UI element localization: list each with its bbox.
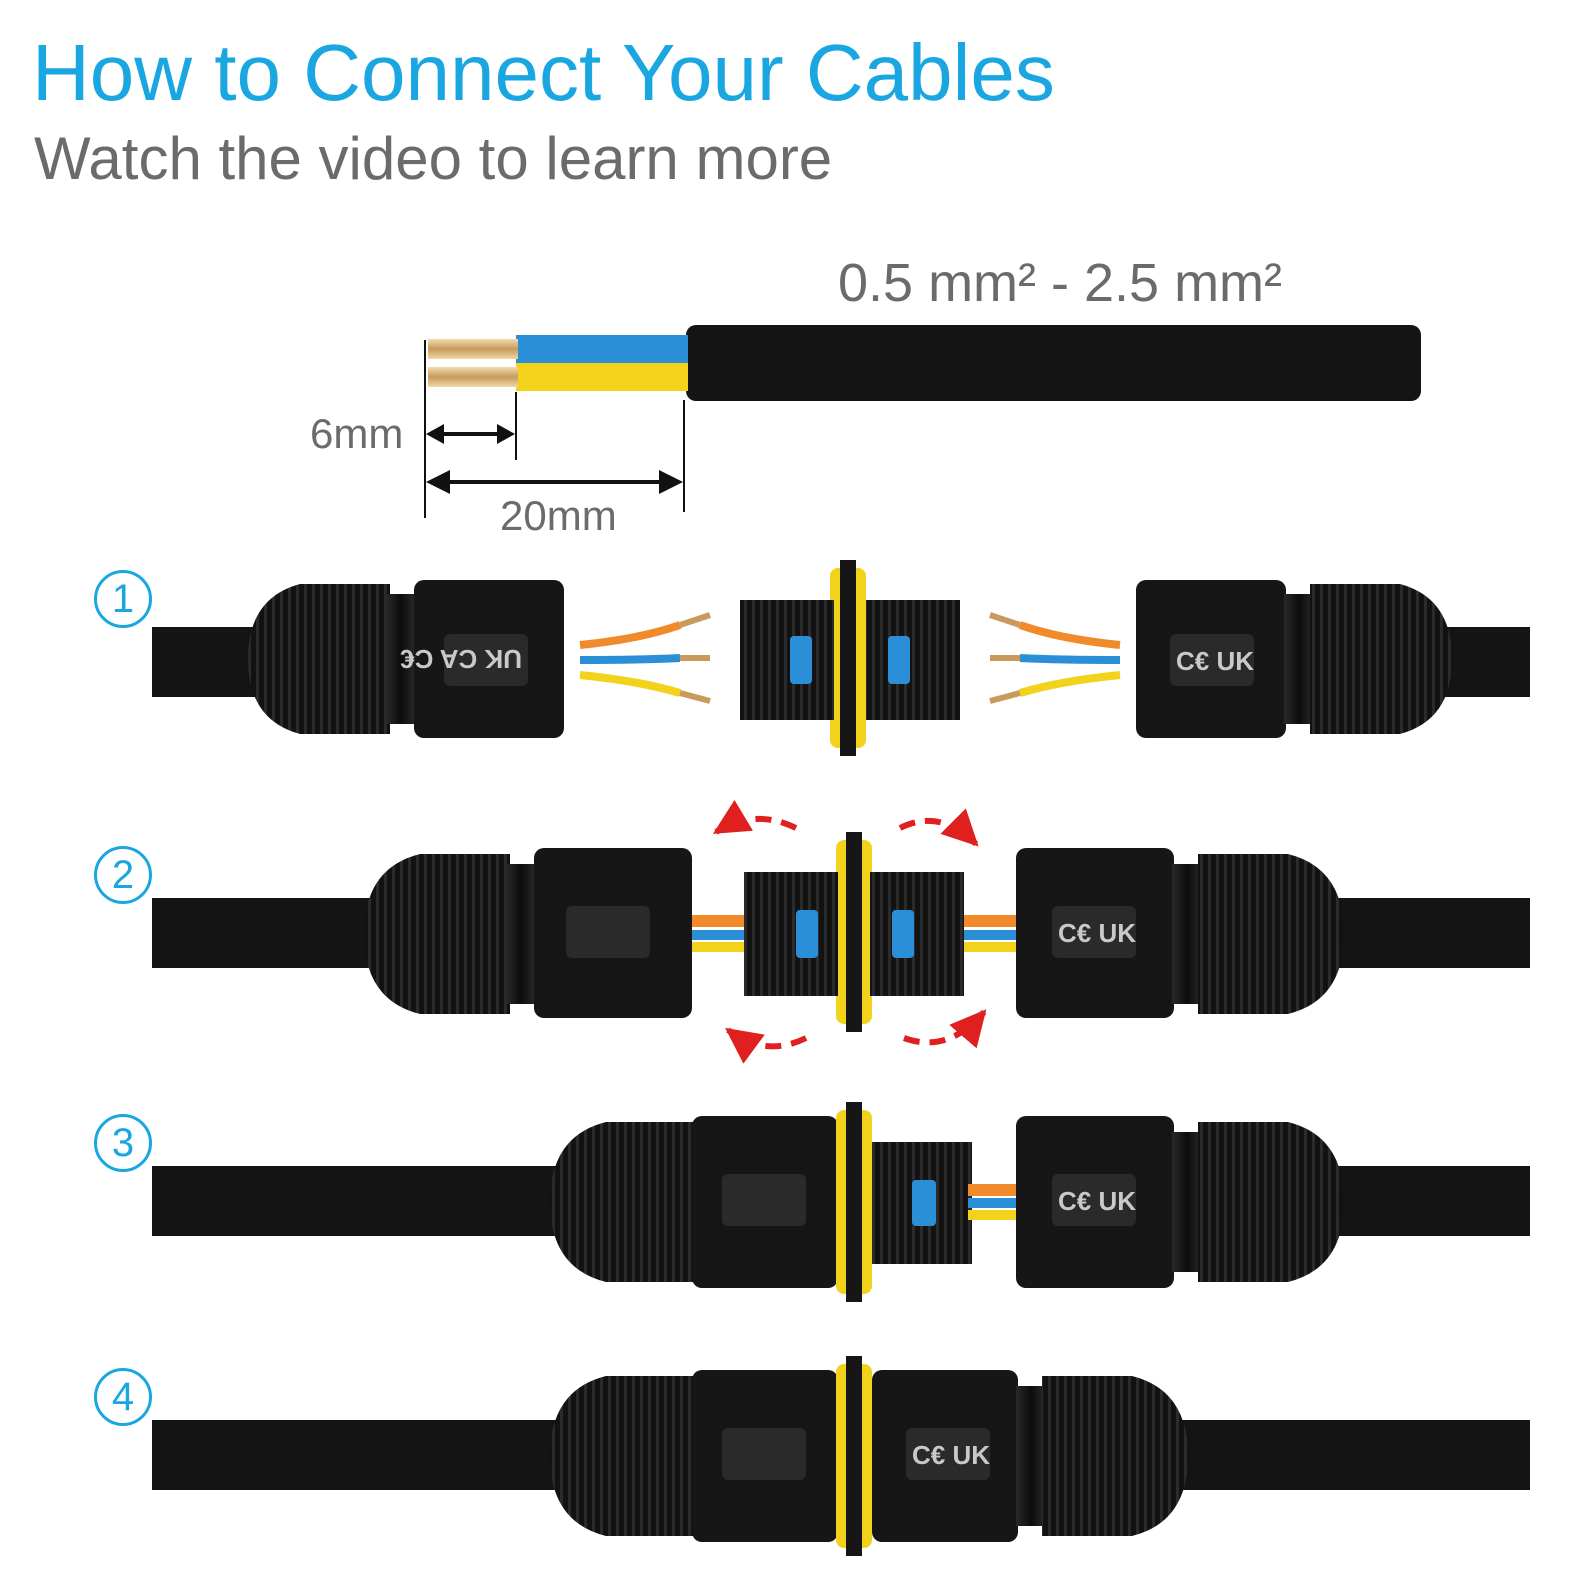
left-connector: UK CA C€ <box>248 580 564 738</box>
yellow-wire-insulation <box>516 363 688 391</box>
page-subtitle: Watch the video to learn more <box>34 125 833 192</box>
cable-sheath <box>686 325 1421 401</box>
center-coupler <box>740 560 960 756</box>
step-4-illustration: C€ UK <box>152 1356 1530 1556</box>
svg-text:UK CA C€: UK CA C€ <box>400 644 522 674</box>
strip-length-label: 6mm <box>310 410 404 457</box>
copper-strand-1 <box>428 339 518 359</box>
step-1-illustration: UK CA C€ C€ UK <box>152 560 1530 756</box>
stripped-cable-illustration <box>424 325 1421 518</box>
page-title: How to Connect Your Cables <box>32 28 1055 117</box>
sheath-length-label: 20mm <box>500 492 617 539</box>
step-3-illustration: C€ UK <box>152 1102 1530 1302</box>
dimension-lines <box>424 340 685 518</box>
blue-wire-insulation <box>516 335 688 363</box>
step-badge-2: 2 <box>94 846 152 904</box>
copper-strand-2 <box>428 367 518 387</box>
rotate-arrows <box>712 799 987 1064</box>
step-2-illustration: C€ UK <box>152 799 1530 1064</box>
step-badge-1: 1 <box>94 570 152 628</box>
svg-text:C€ UK: C€ UK <box>912 1440 990 1470</box>
svg-text:C€ UK: C€ UK <box>1176 646 1254 676</box>
right-connector: C€ UK <box>1136 580 1452 738</box>
svg-text:C€ UK: C€ UK <box>1058 1186 1136 1216</box>
step-badge-4: 4 <box>94 1368 152 1426</box>
step-badge-3: 3 <box>94 1114 152 1172</box>
svg-text:C€ UK: C€ UK <box>1058 918 1136 948</box>
arrow-6mm <box>426 424 515 444</box>
cable-cross-section-label: 0.5 mm² - 2.5 mm² <box>838 253 1283 313</box>
